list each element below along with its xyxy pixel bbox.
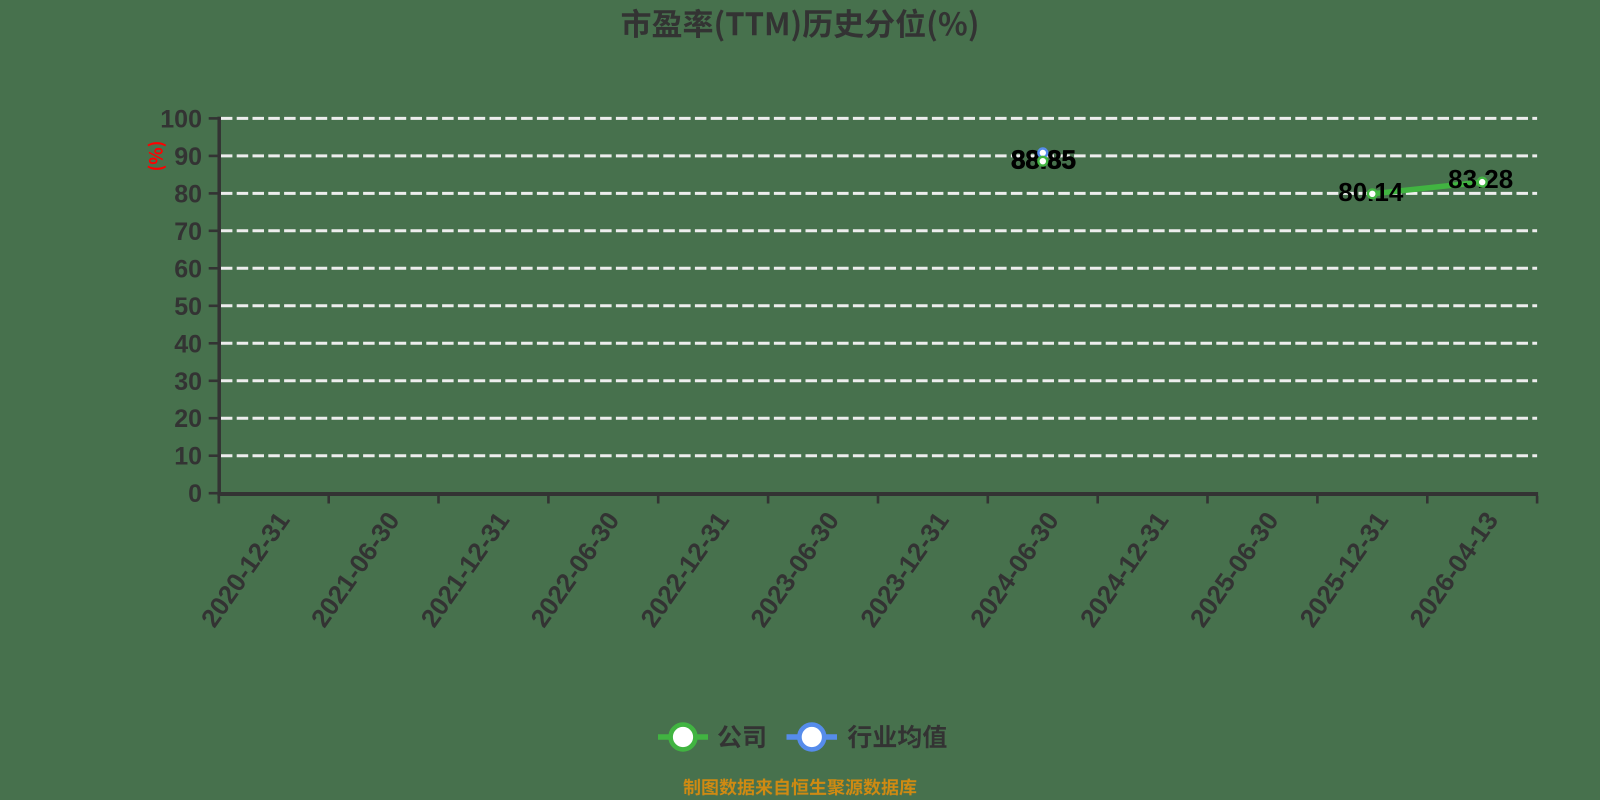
svg-text:90: 90 [174,143,202,171]
svg-text:100: 100 [160,105,202,133]
svg-text:10: 10 [174,443,202,471]
svg-text:50: 50 [174,293,202,321]
svg-text:40: 40 [174,330,202,358]
svg-text:0: 0 [188,480,202,508]
svg-text:30: 30 [174,368,202,396]
svg-text:60: 60 [174,255,202,283]
svg-text:80: 80 [174,180,202,208]
svg-text:70: 70 [174,218,202,246]
svg-text:20: 20 [174,405,202,433]
